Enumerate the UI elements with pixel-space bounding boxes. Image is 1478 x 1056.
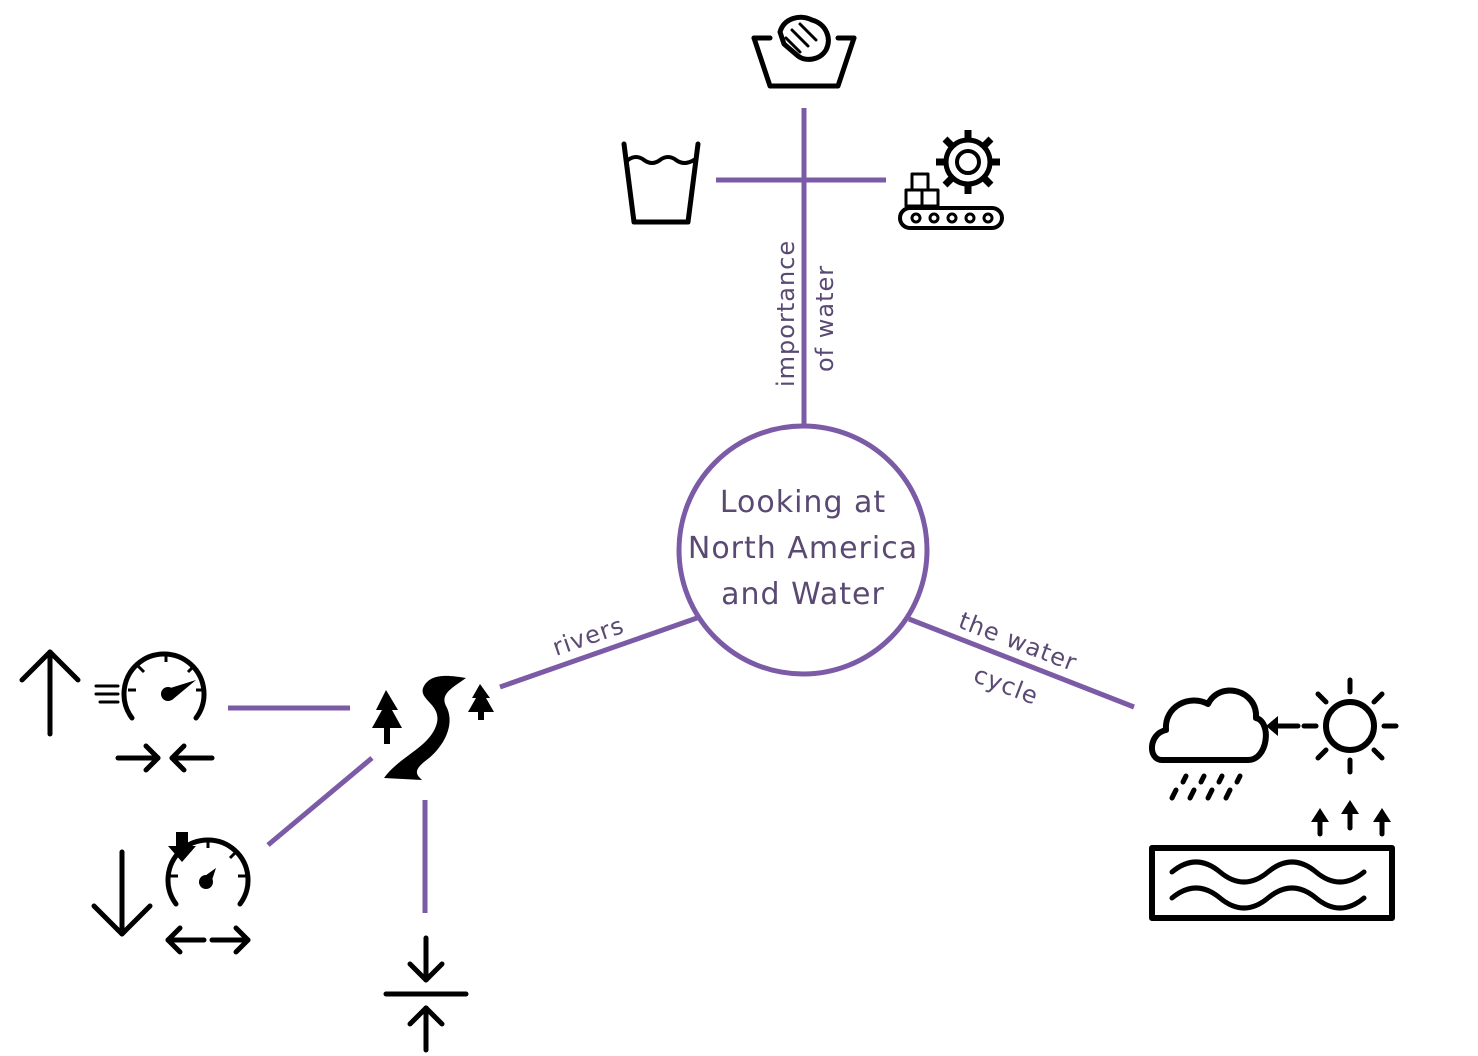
evaporation-arrows-icon — [1311, 800, 1391, 837]
water-cycle-icon — [1149, 677, 1399, 921]
compress-icon — [383, 935, 469, 1053]
speedometer-slow-icon — [165, 832, 251, 907]
importance-label-2: of water — [811, 265, 839, 372]
rivers-branch-line — [499, 615, 698, 690]
speedometer-fast-icon — [94, 651, 207, 721]
water-body-icon — [1149, 845, 1395, 921]
center-title-line-2: North America — [688, 531, 918, 566]
arrows-outward-icon — [165, 925, 251, 955]
water-cycle-branch-line — [908, 616, 1135, 710]
rain-cloud-icon — [1149, 687, 1269, 801]
arrow-up-icon — [19, 649, 81, 737]
hand-wash-icon — [751, 14, 857, 89]
arrow-down-icon — [91, 849, 153, 937]
arrows-inward-icon — [115, 743, 215, 773]
central-circle — [676, 423, 930, 677]
sun-icon — [1301, 677, 1399, 775]
importance-label-line-2: of water — [811, 265, 839, 372]
rivers-to-speed-down-line — [266, 756, 374, 847]
water-glass-icon — [621, 141, 701, 225]
center-title-line-1: Looking at — [720, 485, 886, 520]
importance-label: importance — [772, 240, 800, 387]
gear-icon — [936, 130, 1000, 194]
factory-conveyor-icon — [898, 130, 1004, 230]
speed-decrease-icon — [91, 832, 251, 955]
arrow-left-icon — [1266, 716, 1301, 736]
connectors — [228, 108, 1135, 913]
river-trees-icon — [372, 675, 494, 780]
speed-increase-icon — [19, 649, 215, 773]
importance-label-line-1: importance — [772, 240, 800, 387]
central-topic: Looking at North America and Water — [676, 423, 930, 677]
center-title-line-3: and Water — [721, 577, 885, 612]
